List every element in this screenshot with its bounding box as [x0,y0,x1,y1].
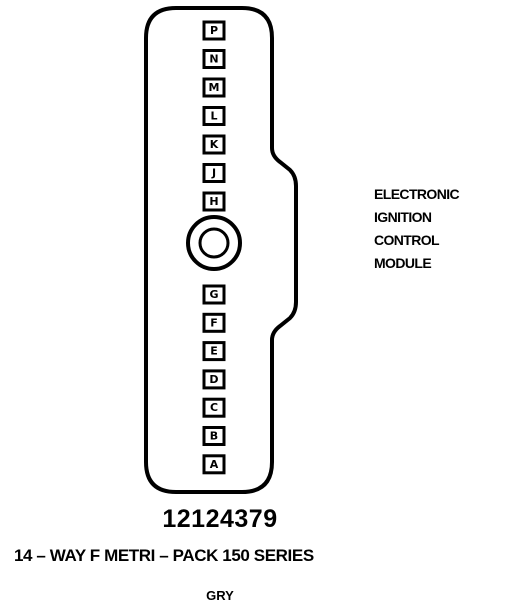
pin-box [202,312,226,333]
pin-box [202,454,226,475]
pin-p: P [202,20,226,41]
pin-box [202,106,226,126]
pin-e: E [202,341,226,362]
pin-letter: M [209,81,220,94]
pin-letter: B [210,430,218,443]
pin-box [202,369,226,390]
pin-f: F [202,312,226,333]
pin-j: J [202,163,226,183]
pin-box [202,426,226,446]
module-label-line: IGNITION [374,209,432,225]
pin-letter: N [209,53,218,66]
pin-h: H [202,191,226,212]
pin-n: N [202,49,226,69]
pin-letter: E [210,345,218,358]
center-post-inner-ring [198,227,230,259]
pin-letter: F [210,316,218,329]
pin-b: B [202,426,226,446]
center-post-outer-ring [186,215,242,271]
pin-m: M [202,77,226,98]
part-number: 12124379 [162,505,278,533]
pin-box [202,77,226,98]
pin-box [202,191,226,212]
pin-letter: L [210,110,217,123]
pin-letter: P [210,24,218,37]
module-label-line: MODULE [374,255,432,271]
pin-letter: H [209,195,218,208]
pin-box [202,20,226,41]
module-label-line: ELECTRONIC [374,186,460,202]
pin-k: K [202,134,226,155]
connector-description: 14 – WAY F METRI – PACK 150 SERIES [14,546,314,565]
pin-letter: D [209,373,218,386]
pin-letter: G [209,288,218,301]
pin-d: D [202,369,226,390]
pin-column-upper: P N M L K J H [202,20,226,212]
pin-letter: K [210,138,219,151]
module-label: ELECTRONIC IGNITION CONTROL MODULE [374,183,460,275]
pin-box [202,163,226,183]
color-code: GRY [206,588,234,603]
pin-box [202,397,226,418]
pin-box [202,134,226,155]
connector-outline [144,6,298,494]
pin-box [202,341,226,362]
pin-l: L [202,106,226,126]
pin-c: C [202,397,226,418]
pin-letter: A [210,458,219,471]
pin-column-lower: G F E D C B A [202,284,226,475]
pin-letter: J [211,167,216,180]
pin-box [202,284,226,305]
pin-box [202,49,226,69]
pin-g: G [202,284,226,305]
module-label-line: CONTROL [374,232,440,248]
pin-letter: C [210,401,218,414]
pin-a: A [202,454,226,475]
